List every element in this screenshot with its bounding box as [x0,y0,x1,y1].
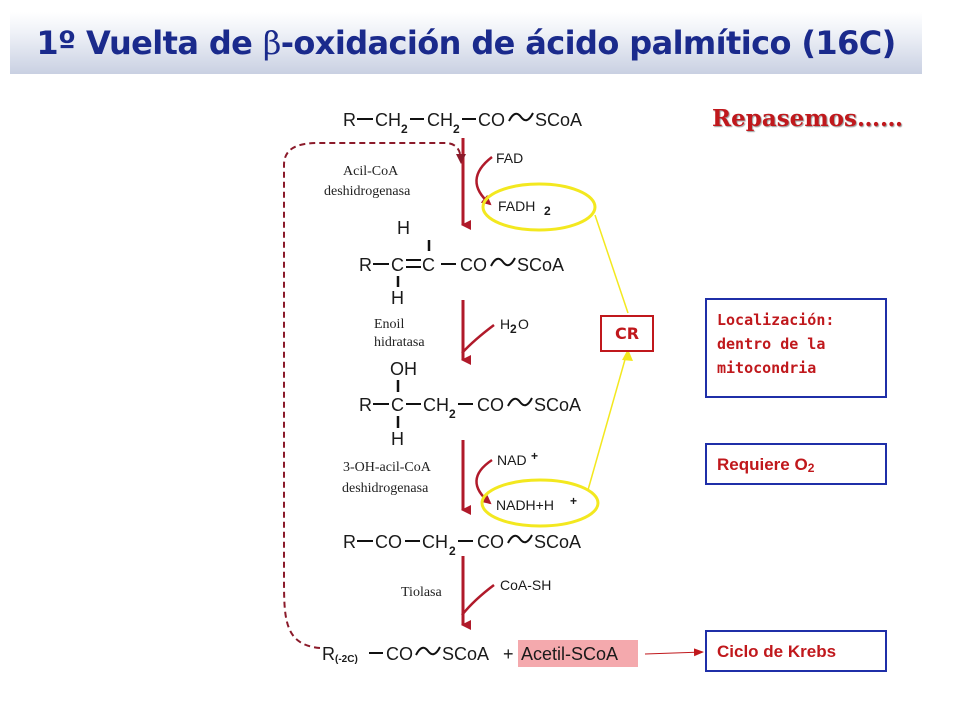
oxygen-prefix: Requiere [717,455,795,474]
m4-ch2-sub: 2 [449,544,456,558]
m3-c: C [391,395,404,415]
m5-co: CO [386,644,413,664]
m3-r: R [359,395,372,415]
location-line-3: mitocondria [717,359,817,377]
m1-ch2a-sub: 2 [401,122,408,136]
enzyme-acyl-coa-dehydrogenase-line1: Acil-CoA [343,164,399,179]
m4-thioester-bond [507,534,533,544]
molecule-ketoacyl-coa: R CO CH 2 CO SCoA [343,532,581,558]
link-fadh2-to-cr [594,214,629,314]
enzyme-hydroxyacyl-dehydrogenase-line2: deshidrogenasa [342,481,429,496]
m2-thioester-bond [490,257,516,267]
m2-r: R [359,255,372,275]
molecule-enoyl-coa: H R C C CO SCoA H [359,218,564,308]
m5-plus: + [503,644,514,664]
krebs-cycle-box: Ciclo de Krebs [705,630,887,672]
m3-h: H [391,429,404,449]
m2-c2: C [422,255,435,275]
m3-co: CO [477,395,504,415]
m4-co1: CO [375,532,402,552]
m1-ch2b: CH [427,110,453,130]
cofactor-water-h: H [500,316,510,332]
page-title: 1º Vuelta de β-oxidación de ácido palmít… [10,12,922,74]
cofactor-fadh2: FADH [498,198,535,214]
oxygen-requirement-box: Requiere O2 [705,443,887,485]
molecule-acyl-coa: R CH 2 CH 2 CO SCoA [343,110,582,136]
m5-scoa: SCoA [442,644,489,664]
m2-h-top: H [397,218,410,238]
cofactor-water-sub: 2 [510,322,517,336]
m3-thioester-bond [507,397,533,407]
m4-ch2: CH [422,532,448,552]
recycle-dashed-arrow [283,142,466,649]
m3-oh: OH [390,359,417,379]
location-line-2: dentro de la [717,335,826,353]
link-nadh-to-cr [587,348,629,491]
m1-co: CO [478,110,505,130]
cofactor-nad-sup: + [531,449,538,463]
m2-co: CO [460,255,487,275]
m4-scoa: SCoA [534,532,581,552]
m4-r: R [343,532,356,552]
m5-acetyl-coa: Acetil-SCoA [521,644,618,664]
enzyme-enoyl-hydratase-line2: hidratasa [374,335,425,350]
molecule-hydroxyacyl-coa: OH R C CH 2 CO SCoA H [359,359,581,449]
highlight-fadh2 [481,182,597,232]
enzyme-enoyl-hydratase-line1: Enoil [374,317,404,332]
cofactor-fad: FAD [496,150,523,166]
arrow-to-krebs [644,648,704,657]
m4-co2: CO [477,532,504,552]
m3-ch2: CH [423,395,449,415]
m3-scoa: SCoA [534,395,581,415]
location-box: Localización: dentro de la mitocondria [705,298,887,398]
m2-h-bottom: H [391,288,404,308]
m1-scoa: SCoA [535,110,582,130]
review-label: Repasemos…… [712,105,903,132]
title-prefix: 1º Vuelta de [36,24,263,62]
cofactor-nadh: NADH+H [496,497,554,513]
enzyme-acyl-coa-dehydrogenase-line2: deshidrogenasa [324,184,411,199]
title-banner: 1º Vuelta de β-oxidación de ácido palmít… [10,12,922,74]
m1-r: R [343,110,356,130]
cofactor-arrow-water [461,324,495,354]
m5-r-sub: (-2C) [335,654,358,665]
m1-ch2b-sub: 2 [453,122,460,136]
molecule-products: R (-2C) CO SCoA + Acetil-SCoA [322,640,638,667]
cofactor-water-o: O [518,316,529,332]
respiratory-chain-box: CR [600,315,654,352]
m5-thioester-bond [415,646,441,656]
cofactor-arrow-nad [475,458,493,505]
oxygen-subscript: 2 [807,461,815,475]
m2-scoa: SCoA [517,255,564,275]
highlight-nadh [480,478,600,528]
m5-r: R [322,644,335,664]
m2-c1: C [391,255,404,275]
cofactor-coash: CoA-SH [500,577,551,593]
cofactor-nadh-sup: + [570,494,577,508]
oxygen-symbol: O [794,455,808,474]
location-line-1: Localización: [717,311,835,329]
link-nadh-arrowhead [622,349,633,361]
cofactor-arrow-coash [461,584,495,616]
acetyl-coa-highlight [518,640,638,667]
cofactor-fadh2-sub: 2 [544,204,551,218]
enzyme-hydroxyacyl-dehydrogenase-line1: 3-OH-acil-CoA [343,460,432,475]
cofactor-nad: NAD [497,452,527,468]
enzyme-thiolase: Tiolasa [401,585,443,600]
title-greek-beta: β [262,24,282,62]
m3-ch2-sub: 2 [449,407,456,421]
m1-thioester-bond [508,112,534,122]
title-suffix: -oxidación de ácido palmítico (16C) [280,24,897,62]
m1-ch2a: CH [375,110,401,130]
